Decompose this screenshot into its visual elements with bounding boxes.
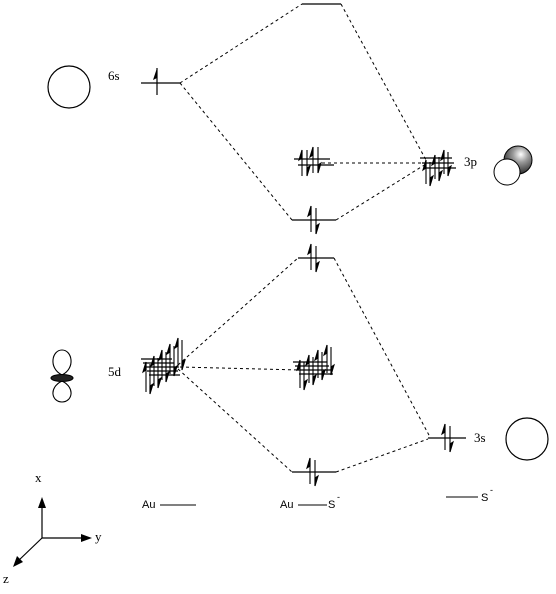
y-axis-label: y: [95, 529, 102, 544]
line-bottom-to-3s: [335, 438, 429, 473]
electron-pairs: [296, 344, 335, 391]
s-3s-group: 3s: [428, 417, 549, 461]
z-axis-arrow-icon: [13, 556, 23, 567]
mo-bottom-group: [292, 457, 336, 487]
au-6s-label: 6s: [108, 68, 120, 83]
mo-nonbonding-p-group: [294, 146, 334, 177]
s-orbital-icon: [505, 417, 549, 461]
correlation-lines: [177, 3, 431, 473]
s-3s-label: 3s: [474, 430, 486, 445]
bottom-s-label: S: [481, 492, 488, 504]
mo-nonbonding-d-group: [293, 344, 335, 391]
au-5d-group: 5d: [50, 337, 186, 403]
electron-pair: [441, 423, 454, 453]
line-top-to-3p: [340, 3, 427, 161]
z-axis-label: z: [3, 571, 9, 586]
au-5d-label: 5d: [108, 364, 122, 379]
line-6s-to-homo: [179, 82, 293, 221]
electron-pairs: [142, 337, 186, 395]
bottom-labels: Au Au S - S -: [142, 485, 493, 511]
coordinate-axes: x y z: [3, 470, 102, 586]
electron-pair: [306, 457, 319, 487]
line-5d-to-nonbonding-d: [179, 366, 301, 371]
mo-upper-d-group: [298, 243, 334, 273]
line-5d-to-upper-d: [177, 257, 299, 366]
mo-homo-group: [292, 205, 336, 235]
electron-pairs: [298, 146, 322, 177]
x-axis-arrow-icon: [38, 497, 46, 508]
electron-pair: [307, 205, 320, 235]
y-axis-arrow-icon: [81, 534, 92, 542]
electron-spin-up: [153, 68, 158, 95]
s-3p-label: 3p: [464, 154, 477, 169]
s-3p-group: 3p: [420, 145, 533, 187]
bottom-s-charge: -: [490, 485, 493, 495]
s-orbital-icon: [47, 65, 91, 109]
bottom-aus-charge: -: [337, 492, 340, 502]
x-axis-label: x: [35, 470, 42, 485]
p-orbital-icon: [493, 145, 533, 186]
line-homo-to-3p: [335, 163, 427, 221]
bottom-aus-au-label: Au: [280, 499, 293, 511]
line-5d-to-bottom: [177, 368, 293, 473]
electron-pairs: [422, 149, 452, 187]
bottom-au-label: Au: [142, 499, 155, 511]
line-6s-to-top: [179, 3, 303, 84]
au-6s-group: 6s: [47, 65, 180, 109]
electron-pair: [307, 243, 320, 273]
line-upper-d-to-3s: [333, 257, 431, 438]
bottom-aus-s-label: S: [328, 499, 335, 511]
d-orbital-icon: [50, 349, 74, 403]
